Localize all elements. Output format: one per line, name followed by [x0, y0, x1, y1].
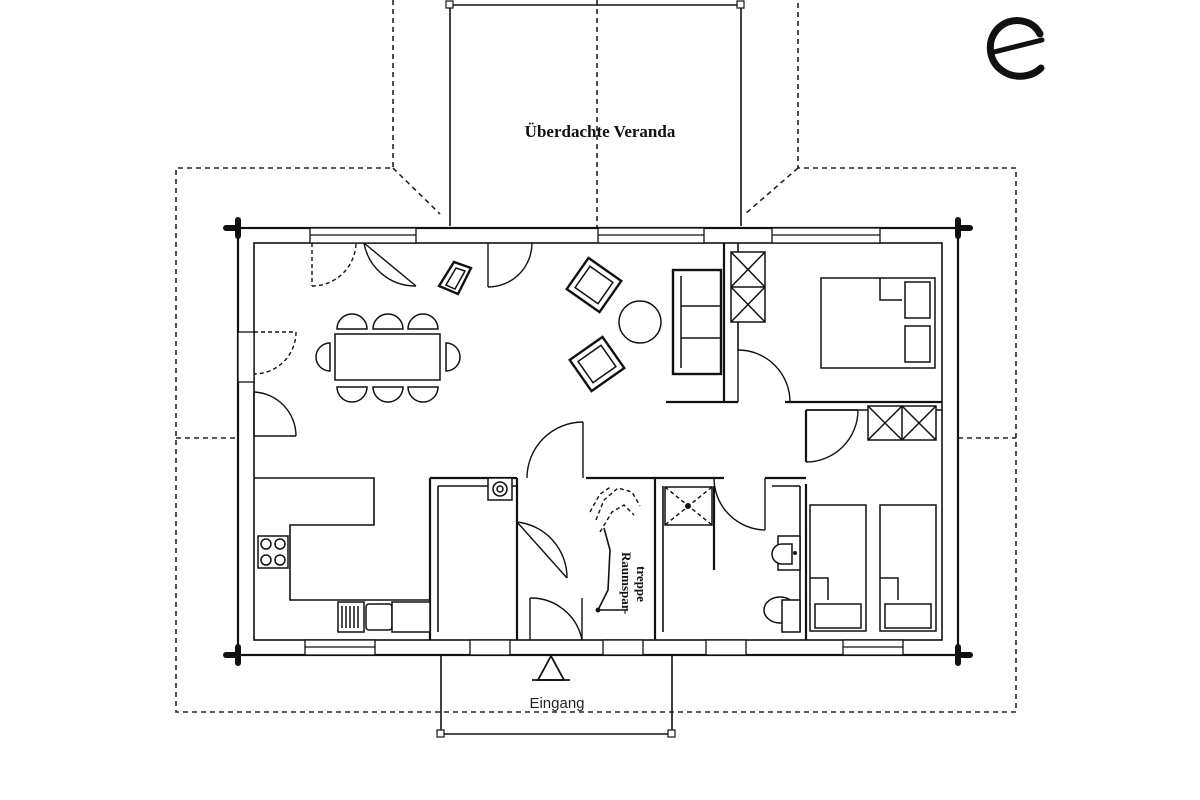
kitchen [257, 535, 431, 633]
e-logo-icon [986, 17, 1045, 80]
covered-veranda: Überdachte Veranda [445, 0, 745, 226]
washbasin-icon [771, 535, 801, 571]
doors [253, 242, 859, 641]
bedroom-2 [809, 405, 937, 632]
bathroom [664, 486, 801, 633]
entrance-triangle-icon [532, 654, 570, 681]
stair-label-line1: Raumspar- [619, 552, 634, 614]
entrance-label: Eingang [529, 695, 584, 712]
interior-walls [254, 243, 942, 640]
staircase: Raumspar- treppe [589, 485, 649, 614]
dining-table [315, 313, 461, 403]
living-area [565, 256, 723, 393]
bedroom-1 [730, 251, 936, 369]
toilet-icon [763, 596, 801, 633]
roof-outline [175, 0, 1017, 713]
utility-room [487, 477, 513, 501]
stair-label-line2: treppe [634, 566, 649, 602]
windows [237, 227, 904, 656]
fireplace-icon [437, 260, 473, 296]
veranda-label: Überdachte Veranda [525, 122, 676, 141]
entrance-porch: Eingang [436, 654, 676, 738]
